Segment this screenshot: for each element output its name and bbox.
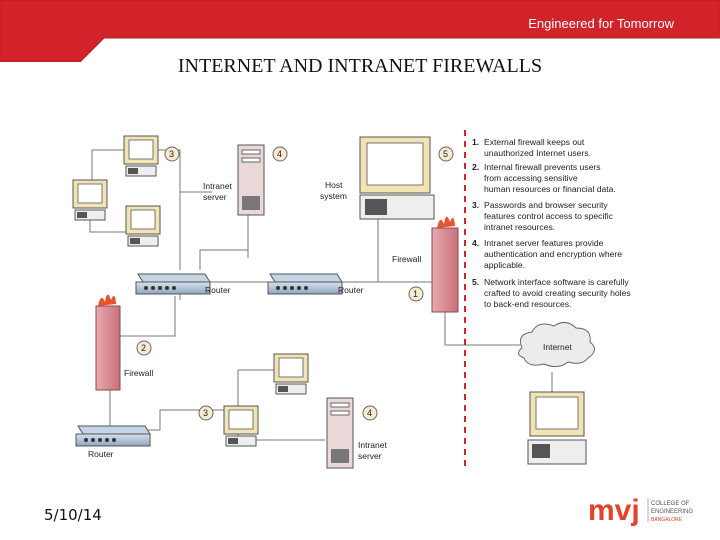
note-2: 2. Internal firewall prevents users from…	[472, 162, 616, 194]
router-left-label: Router	[205, 285, 231, 295]
intranet-server-top-label: Intranet server	[203, 181, 234, 202]
firewall-right-label: Firewall	[392, 254, 421, 264]
firewall-right-icon	[431, 216, 459, 313]
note-4: 4. Intranet server features provide auth…	[472, 238, 624, 270]
pc-middle-icon	[125, 205, 161, 247]
callout-badge: 2	[136, 340, 152, 356]
callout-badge: 4	[272, 146, 288, 162]
pc-bottom-lower-icon	[223, 405, 259, 447]
router-bottom-label: Router	[88, 449, 114, 459]
slide-title: INTERNET AND INTRANET FIREWALLS	[177, 55, 543, 77]
router-bottom-icon	[75, 425, 151, 447]
internet-cloud-icon	[518, 322, 595, 368]
svg-text:4: 4	[277, 149, 282, 159]
college-logo: mvj COLLEGE OF ENGINEERING BANGALORE	[588, 494, 693, 527]
svg-text:3: 3	[203, 408, 208, 418]
pc-left-icon	[72, 179, 108, 221]
note-1: 1. External firewall keeps out unauthori…	[472, 137, 591, 158]
pc-top-icon	[123, 135, 159, 177]
slide-date: 5/10/14	[44, 506, 102, 524]
svg-text:ENGINEERING: ENGINEERING	[651, 509, 693, 515]
router-left-icon	[135, 273, 211, 295]
callout-badge: 3	[164, 146, 180, 162]
pc-bottom-upper-icon	[273, 353, 309, 395]
host-system-icon	[359, 136, 435, 220]
svg-text:COLLEGE OF: COLLEGE OF	[651, 501, 690, 507]
svg-text:mvj: mvj	[588, 494, 640, 527]
svg-text:2: 2	[141, 343, 146, 353]
intranet-server-bottom-label: Intranet server	[358, 440, 389, 461]
firewall-left-icon	[95, 294, 121, 391]
svg-text:3: 3	[169, 149, 174, 159]
callout-badge: 4	[362, 405, 378, 421]
callout-badge: 5	[438, 146, 454, 162]
svg-text:4: 4	[367, 408, 372, 418]
remote-pc-icon	[527, 391, 587, 465]
callout-badge: 1	[408, 286, 424, 302]
firewall-left-label: Firewall	[124, 368, 153, 378]
notes-list: 1. External firewall keeps out unauthori…	[472, 137, 633, 309]
svg-text:BANGALORE: BANGALORE	[651, 517, 683, 523]
host-system-label: Host system	[320, 180, 347, 201]
note-3: 3. Passwords and browser security featur…	[472, 200, 615, 232]
svg-text:1: 1	[413, 289, 418, 299]
callout-badge: 3	[198, 405, 214, 421]
header-banner	[0, 0, 720, 62]
internet-label: Internet	[543, 342, 572, 352]
svg-text:5: 5	[443, 149, 448, 159]
intranet-server-bottom-icon	[326, 397, 354, 469]
note-5: 5. Network interface software is careful…	[472, 277, 633, 309]
router-middle-icon	[267, 273, 343, 295]
callout-badges: 3 4 5 1 2 3 4	[136, 146, 454, 421]
banner-tagline: Engineered for Tomorrow	[528, 16, 674, 31]
intranet-server-top-icon	[237, 144, 265, 216]
router-middle-label: Router	[338, 285, 364, 295]
